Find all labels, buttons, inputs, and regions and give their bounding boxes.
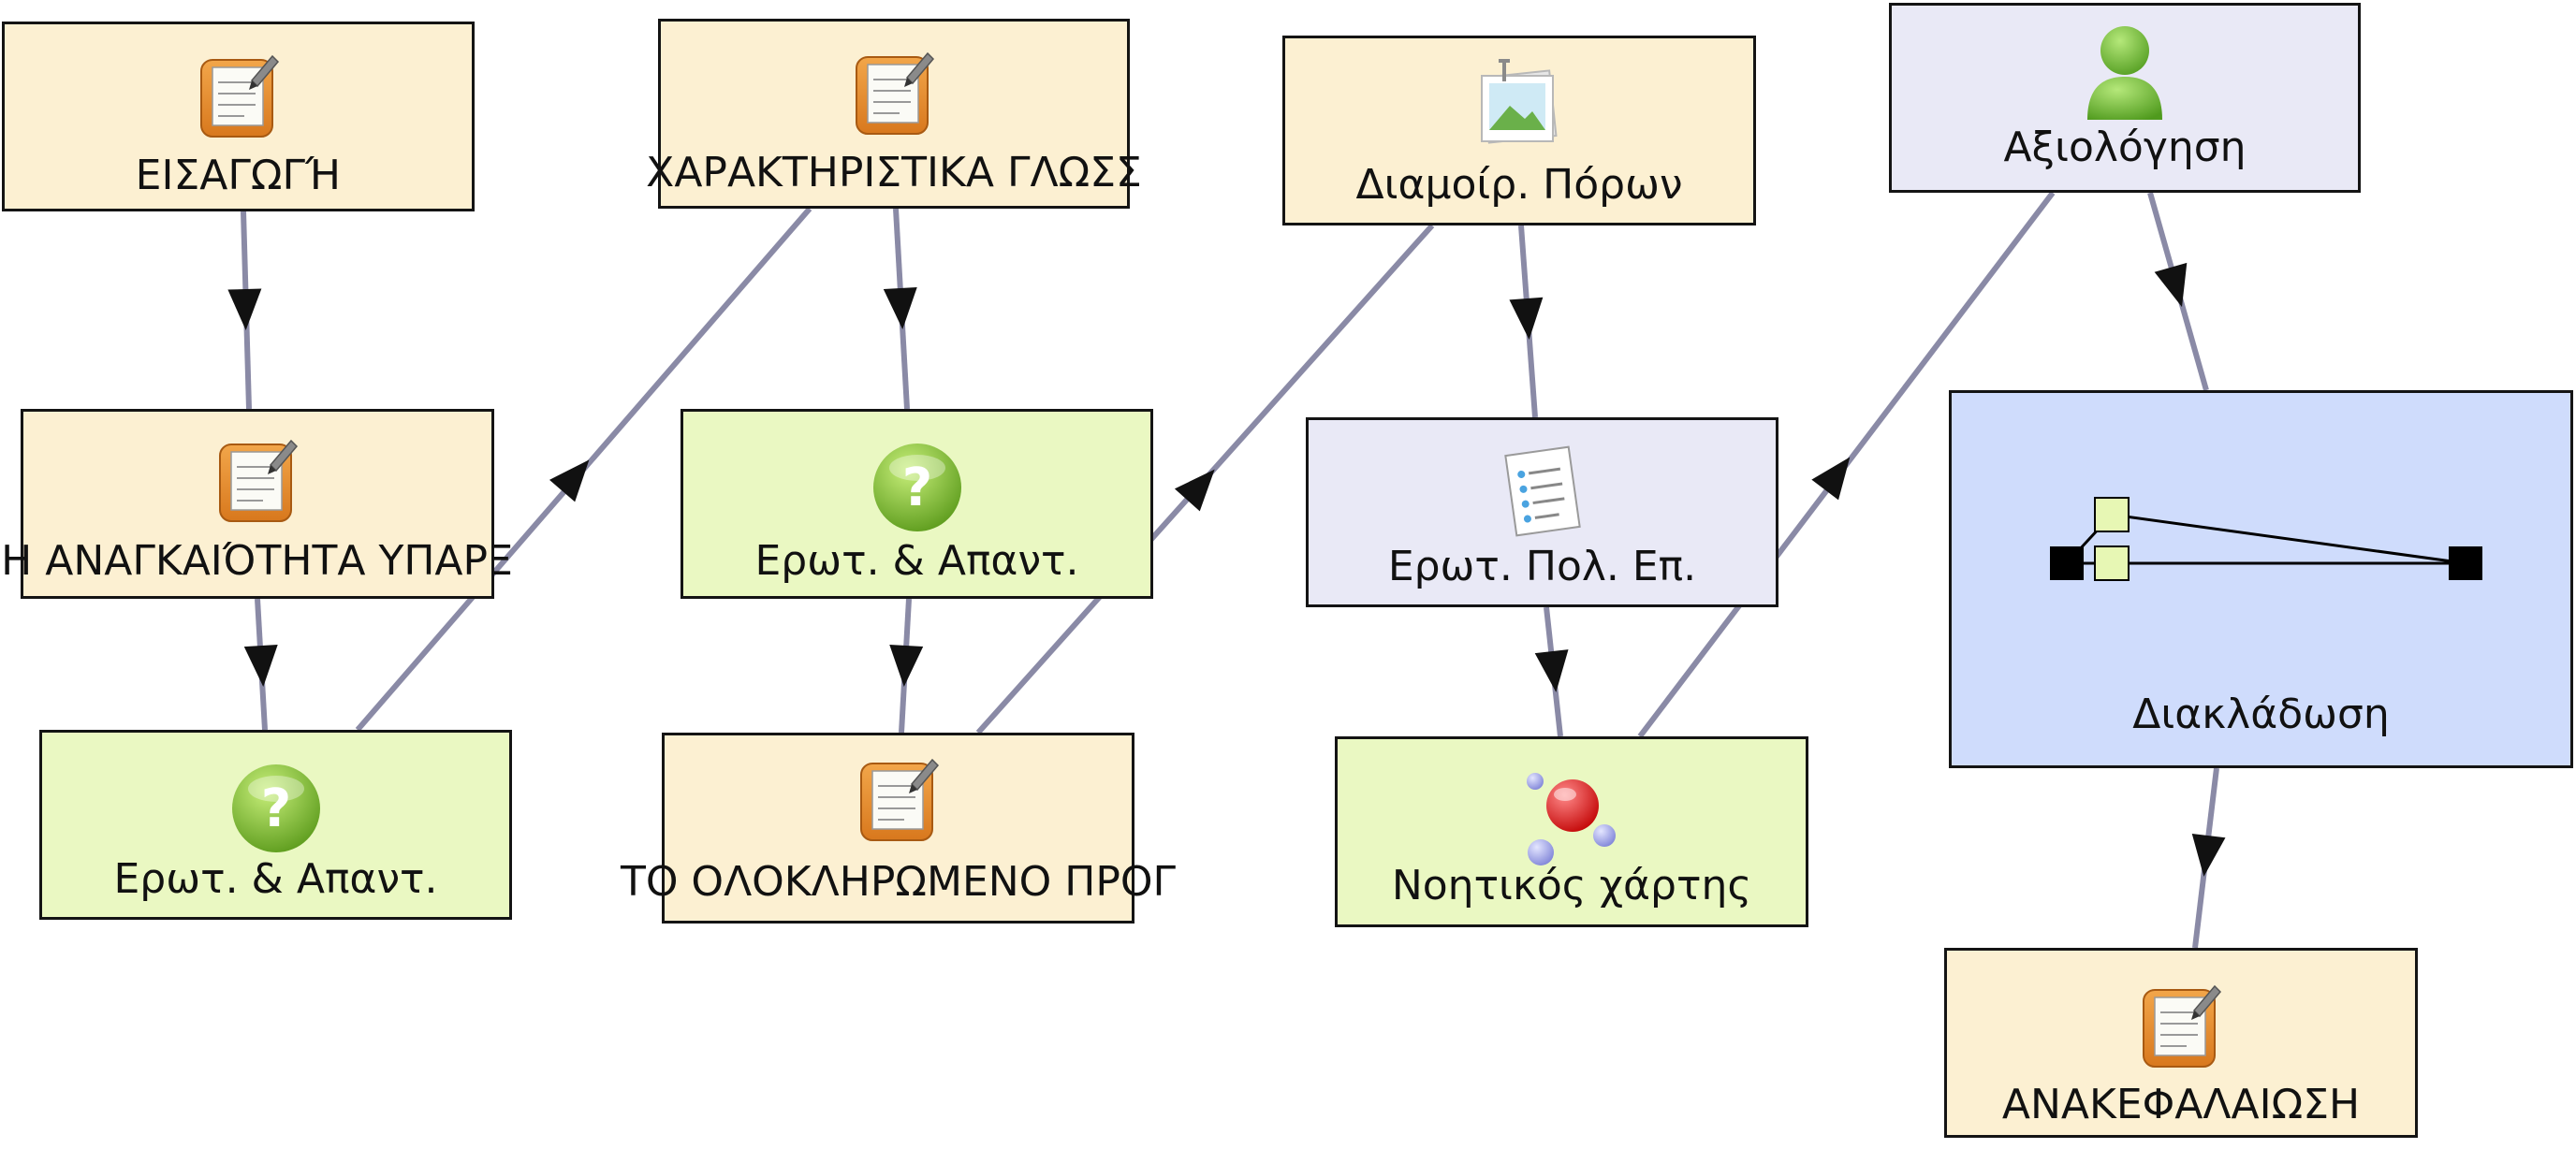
node-label: ΤΟ ΟΛΟΚΛΗΡΩΜΕΝΟ ΠΡΟΓ bbox=[620, 858, 1177, 906]
arrow-head-icon bbox=[889, 645, 924, 687]
edge-n3-n7 bbox=[1509, 225, 1544, 418]
node-label: Ερωτ. & Απαντ. bbox=[754, 537, 1079, 585]
svg-text:?: ? bbox=[260, 778, 290, 839]
arrow-head-icon bbox=[1174, 469, 1215, 512]
node-label: Νοητικός χάρτης bbox=[1391, 862, 1752, 909]
note-pad-icon bbox=[198, 52, 280, 142]
node-label: Η ΑΝΑΓΚΑΙΌΤΗΤΑ ΥΠΑΡΞ bbox=[1, 537, 514, 585]
edge-n1-n5 bbox=[227, 211, 262, 410]
edge-n7-n11 bbox=[1534, 606, 1569, 737]
activity-node-n7[interactable]: Ερωτ. Πολ. Επ. bbox=[1306, 417, 1778, 607]
connector-line bbox=[255, 598, 268, 731]
activity-node-n9[interactable]: ? Ερωτ. & Απαντ. bbox=[39, 730, 512, 920]
note-pad-icon bbox=[857, 756, 940, 846]
branching-icon bbox=[2037, 487, 2486, 603]
connector-line bbox=[2192, 767, 2219, 949]
arrow-head-icon bbox=[1534, 649, 1569, 692]
node-label: Διακλάδωση bbox=[2132, 691, 2390, 738]
question-icon: ? bbox=[228, 761, 324, 860]
connector-line bbox=[899, 598, 912, 734]
node-label: Διαμοίρ. Πόρων bbox=[1355, 161, 1683, 209]
note-pad-icon bbox=[2140, 982, 2222, 1072]
arrow-head-icon bbox=[227, 288, 262, 330]
connector-line bbox=[893, 208, 910, 410]
node-label: Αξιολόγηση bbox=[2003, 124, 2247, 171]
connector-line bbox=[1518, 225, 1538, 418]
activity-node-n4[interactable]: Αξιολόγηση bbox=[1889, 3, 2361, 193]
mind-map-icon bbox=[1520, 763, 1623, 869]
activity-node-n11[interactable]: Νοητικός χάρτης bbox=[1335, 736, 1808, 927]
arrow-head-icon bbox=[2154, 262, 2188, 308]
activity-node-n1[interactable]: ΕΙΣΑΓΩΓΉ bbox=[2, 22, 475, 211]
edge-n6-n10 bbox=[889, 598, 924, 734]
arrow-head-icon bbox=[243, 645, 278, 687]
svg-text:?: ? bbox=[901, 458, 931, 518]
activity-node-n2[interactable]: ΧΑΡΑΚΤΗΡΙΣΤΙΚΑ ΓΛΩΣΣ bbox=[646, 19, 1142, 209]
connector-line bbox=[241, 211, 252, 410]
node-label: Ερωτ. Πολ. Επ. bbox=[1387, 543, 1697, 590]
connector-line bbox=[2147, 192, 2209, 391]
node-label: ΧΑΡΑΚΤΗΡΙΣΤΙΚΑ ΓΛΩΣΣ bbox=[646, 149, 1142, 196]
activity-node-n12[interactable]: ΑΝΑΚΕΦΑΛΑΙΩΣΗ bbox=[1944, 948, 2418, 1138]
question-icon: ? bbox=[870, 440, 965, 539]
image-resource-icon bbox=[1472, 57, 1566, 151]
arrow-head-icon bbox=[549, 459, 590, 502]
activity-node-n6[interactable]: ? Ερωτ. & Απαντ. bbox=[681, 409, 1153, 599]
node-label: ΕΙΣΑΓΩΓΉ bbox=[135, 152, 342, 199]
edge-n8-n12 bbox=[2191, 767, 2226, 949]
arrow-head-icon bbox=[1509, 297, 1544, 340]
activity-node-n10[interactable]: ΤΟ ΟΛΟΚΛΗΡΩΜΕΝΟ ΠΡΟΓ bbox=[621, 733, 1176, 924]
edge-n2-n6 bbox=[883, 208, 917, 410]
note-pad-icon bbox=[853, 50, 935, 139]
note-pad-icon bbox=[216, 437, 299, 527]
connector-line bbox=[1544, 606, 1563, 737]
activity-node-n5[interactable]: Η ΑΝΑΓΚΑΙΌΤΗΤΑ ΥΠΑΡΞ bbox=[1, 409, 514, 599]
node-label: ΑΝΑΚΕΦΑΛΑΙΩΣΗ bbox=[2001, 1081, 2361, 1128]
checklist-icon bbox=[1500, 444, 1586, 541]
activity-node-n3[interactable]: Διαμοίρ. Πόρων bbox=[1282, 36, 1756, 225]
arrow-head-icon bbox=[2191, 834, 2226, 877]
node-label: Ερωτ. & Απαντ. bbox=[113, 855, 438, 903]
edge-n5-n9 bbox=[243, 598, 278, 731]
arrow-head-icon bbox=[1811, 457, 1851, 501]
branching-node-n8[interactable]: Διακλάδωση bbox=[1949, 390, 2573, 768]
arrow-head-icon bbox=[883, 287, 917, 329]
user-icon bbox=[2086, 22, 2164, 124]
edge-n4-n8 bbox=[2147, 192, 2209, 391]
